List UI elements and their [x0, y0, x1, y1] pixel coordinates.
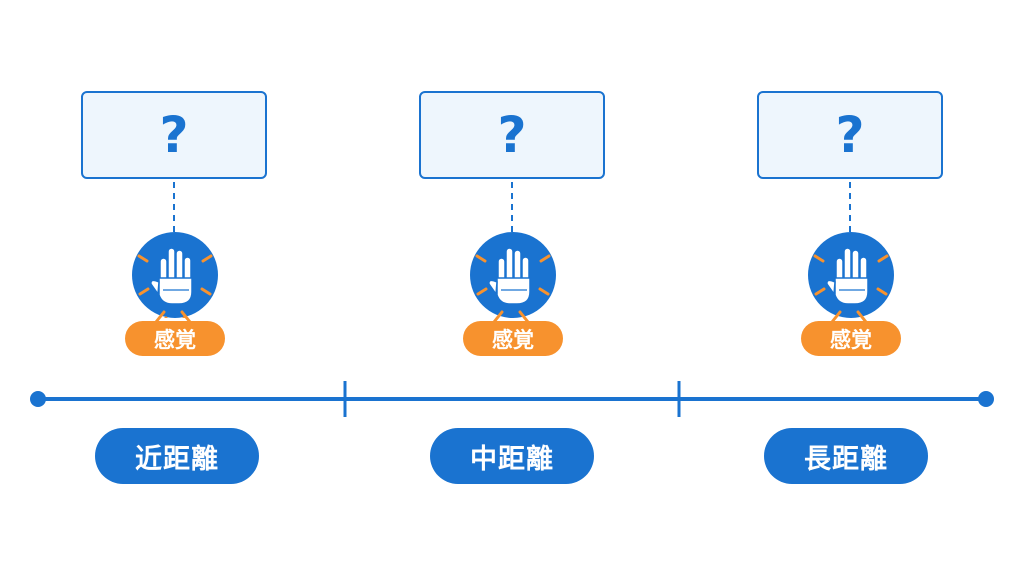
distance-label-middle: 中距離: [430, 428, 594, 484]
hand-icon: [808, 232, 894, 318]
distance-label-near: 近距離: [95, 428, 259, 484]
dashed-connector: [849, 182, 851, 232]
question-mark: ?: [835, 106, 865, 164]
distance-label-far: 長距離: [764, 428, 928, 484]
axis-start-dot: [30, 391, 46, 407]
hand-icon: [132, 232, 218, 318]
question-mark: ?: [497, 106, 527, 164]
question-box-near: ?: [81, 91, 267, 179]
question-mark: ?: [159, 106, 189, 164]
sense-label: 感覚: [125, 321, 225, 356]
dashed-connector: [511, 182, 513, 232]
sense-label: 感覚: [801, 321, 901, 356]
dashed-connector: [173, 182, 175, 232]
hand-icon: [470, 232, 556, 318]
question-box-middle: ?: [419, 91, 605, 179]
axis-end-dot: [978, 391, 994, 407]
question-box-far: ?: [757, 91, 943, 179]
sense-label: 感覚: [463, 321, 563, 356]
